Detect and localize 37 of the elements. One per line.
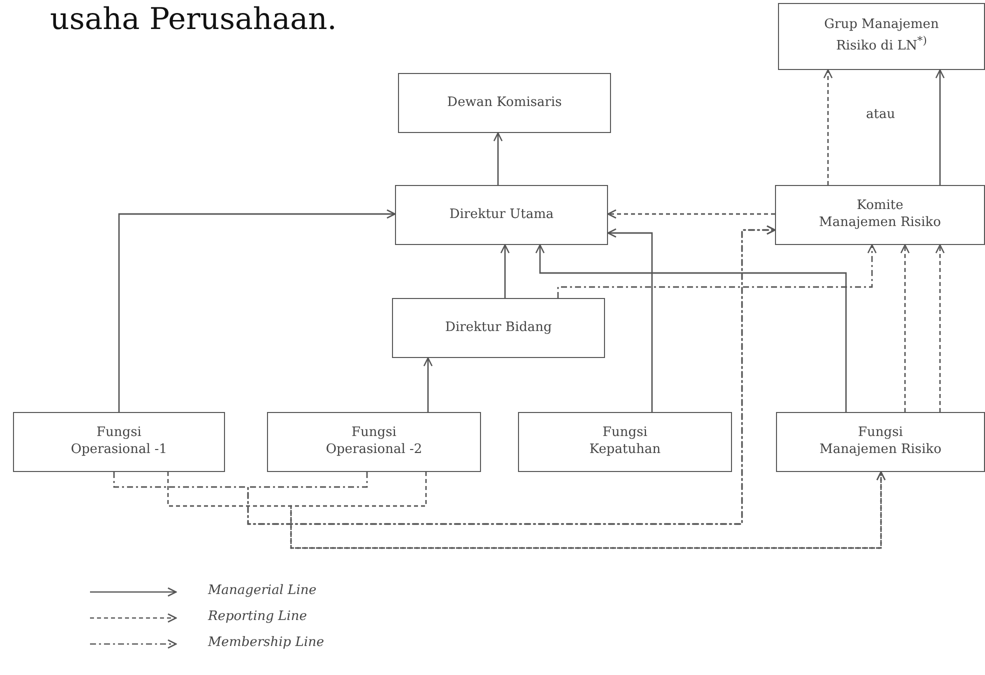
org-box <box>395 185 608 245</box>
arrow <box>823 69 833 185</box>
arrow <box>500 244 510 298</box>
arrow <box>935 244 945 412</box>
arrow <box>535 244 847 412</box>
box-label: Fungsi Manajemen Risiko <box>818 425 942 459</box>
org-box <box>518 412 732 472</box>
org-box <box>392 298 605 358</box>
box-label: Direktur Bidang <box>445 320 552 336</box>
box-label: Fungsi Kepatuhan <box>588 425 662 459</box>
org-box <box>776 412 985 472</box>
arrow <box>118 209 396 412</box>
legend-text: Membership Line <box>208 635 324 650</box>
org-box <box>13 412 225 472</box>
heading-text: usaha Perusahaan. <box>50 2 337 37</box>
legend-text: Managerial Line <box>208 583 316 598</box>
arrow <box>607 209 775 219</box>
org-box <box>398 73 611 133</box>
arrow <box>557 244 877 298</box>
legend-text: Reporting Line <box>208 609 307 624</box>
box-label: Grup Manajemen Risiko di LN$^{*)}$ <box>823 17 940 56</box>
arrow <box>493 132 503 185</box>
org-box <box>778 3 985 70</box>
box-label: Komite Manajemen Risiko <box>818 198 942 232</box>
box-label: Fungsi Operasional -2 <box>324 425 424 459</box>
org-box <box>267 412 481 472</box>
arrow <box>247 225 776 525</box>
arrow <box>423 357 433 412</box>
arrow <box>607 228 653 412</box>
box-label: Dewan Komisaris <box>447 94 562 112</box>
box-label: Direktur Utama <box>449 206 554 224</box>
arrow <box>935 69 945 185</box>
org-box <box>775 185 985 245</box>
arrow <box>290 471 886 549</box>
edge-note: atau <box>866 107 896 122</box>
box-label: Fungsi Operasional -1 <box>70 425 168 459</box>
arrow <box>900 244 910 412</box>
